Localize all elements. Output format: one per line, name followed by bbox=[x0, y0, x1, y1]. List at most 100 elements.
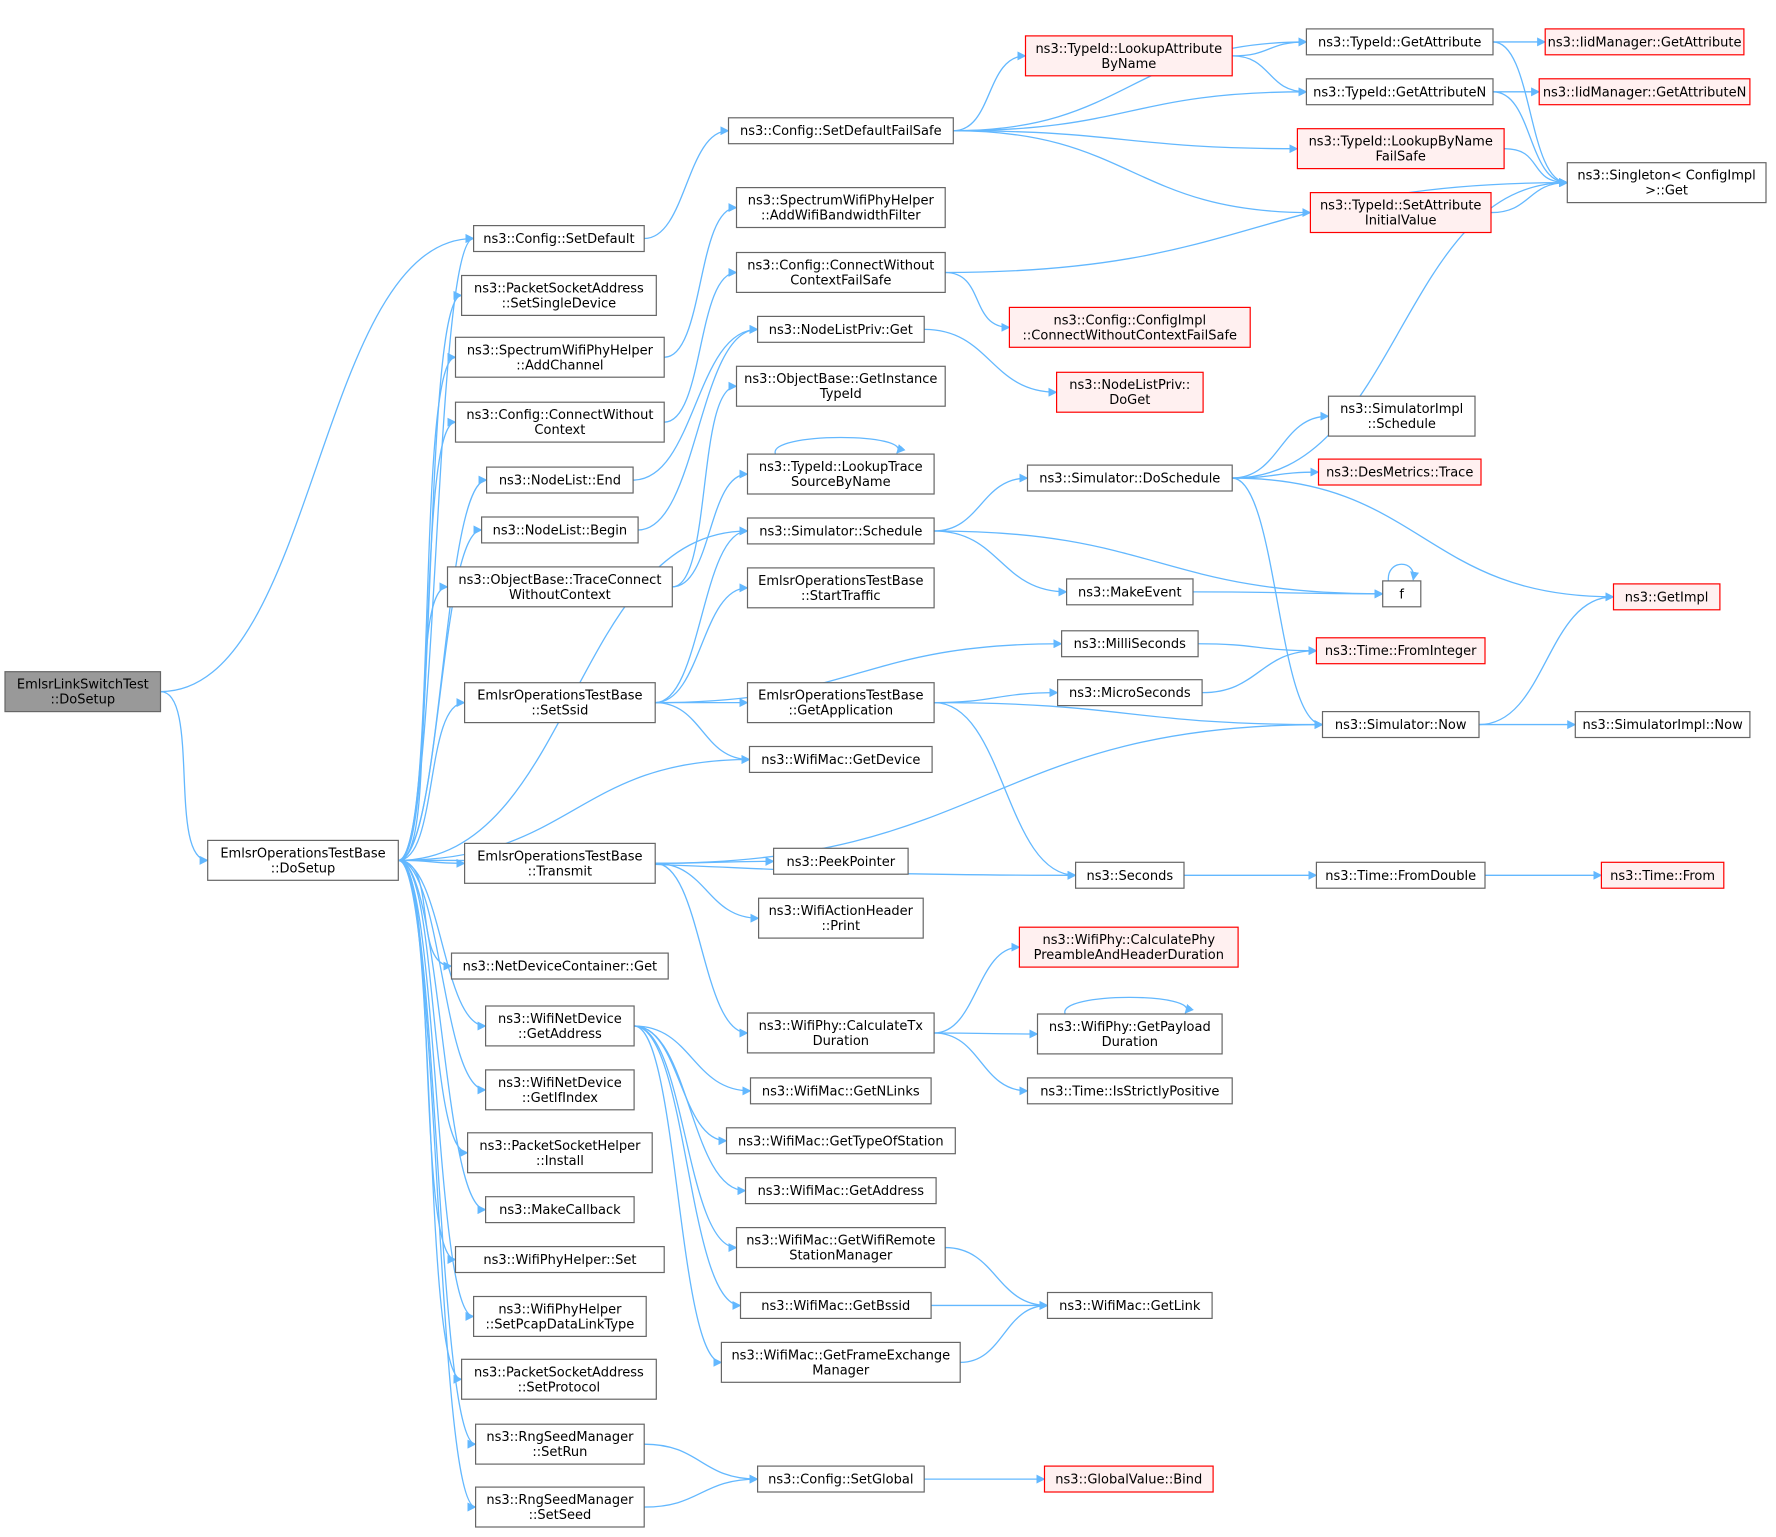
call-edge-wndaddr-to-wmnlinks bbox=[634, 1025, 752, 1096]
function-node-timefromdbl[interactable]: ns3::Time::FromDouble bbox=[1315, 861, 1486, 889]
call-edge-ebdo-to-ebssid bbox=[398, 698, 466, 861]
function-node-cfgsetglob[interactable]: ns3::Config::SetGlobal bbox=[756, 1465, 925, 1493]
function-node-simnow[interactable]: ns3::Simulator::Now bbox=[1321, 710, 1480, 739]
function-label-line: ns3::NodeList::End bbox=[499, 474, 621, 489]
function-box bbox=[1321, 710, 1480, 739]
function-node-wphset[interactable]: ns3::WifiPhyHelper::Set bbox=[454, 1245, 665, 1274]
function-node-mkcb[interactable]: ns3::MakeCallback bbox=[485, 1196, 635, 1224]
function-node-nlend[interactable]: ns3::NodeList::End bbox=[486, 466, 634, 494]
function-label-line: ns3::Simulator::Schedule bbox=[759, 525, 922, 540]
function-node-wmgetdev[interactable]: ns3::WifiMac::GetDevice bbox=[748, 745, 933, 773]
function-label-line: ns3::PacketSocketAddress bbox=[474, 281, 644, 296]
function-label-line: SourceByName bbox=[791, 475, 891, 490]
function-node-wpcphd[interactable]: ns3::WifiPhy::CalculatePhyPreambleAndHea… bbox=[1018, 926, 1239, 968]
function-node-wahprint[interactable]: ns3::WifiActionHeader::Print bbox=[757, 897, 924, 939]
function-node-simdosched[interactable]: ns3::Simulator::DoSchedule bbox=[1026, 464, 1233, 492]
function-node-swaddch[interactable]: ns3::SpectrumWifiPhyHelper::AddChannel bbox=[454, 336, 665, 378]
function-label-line: EmlsrOperationsTestBase bbox=[477, 689, 642, 704]
call-edge-ebdo-to-wndidx bbox=[398, 859, 487, 1095]
function-node-ebtx[interactable]: EmlsrOperationsTestBase::Transmit bbox=[464, 842, 656, 884]
function-box bbox=[461, 1358, 657, 1400]
function-node-ebssid[interactable]: EmlsrOperationsTestBase::SetSsid bbox=[464, 682, 656, 724]
function-node-getimpl[interactable]: ns3::GetImpl bbox=[1612, 583, 1721, 611]
call-edge-wndaddr-to-wmwrsm bbox=[634, 1025, 738, 1253]
function-node-simimplnow[interactable]: ns3::SimulatorImpl::Now bbox=[1574, 710, 1751, 739]
function-box bbox=[4, 671, 162, 713]
function-label-line: ns3::SpectrumWifiPhyHelper bbox=[748, 194, 935, 209]
function-node-wmwrsm[interactable]: ns3::WifiMac::GetWifiRemoteStationManage… bbox=[735, 1226, 946, 1269]
function-box bbox=[454, 1245, 665, 1274]
function-node-wndidx[interactable]: ns3::WifiNetDevice::GetIfIndex bbox=[485, 1069, 635, 1111]
function-node-iidgetattr[interactable]: ns3::IidManager::GetAttribute bbox=[1544, 28, 1745, 56]
function-node-root[interactable]: EmlsrLinkSwitchTest::DoSetup bbox=[4, 671, 162, 713]
function-box bbox=[746, 1012, 935, 1054]
function-node-wmbssid[interactable]: ns3::WifiMac::GetBssid bbox=[739, 1291, 932, 1319]
call-edge-cfgsdfs-to-tidlabn bbox=[953, 51, 1027, 132]
function-node-desmtrace[interactable]: ns3::DesMetrics::Trace bbox=[1317, 458, 1482, 486]
function-node-psaproto[interactable]: ns3::PacketSocketAddress::SetProtocol bbox=[461, 1358, 657, 1400]
function-label-line: ns3::WifiMac::GetLink bbox=[1059, 1299, 1201, 1314]
function-node-tidgetattrn[interactable]: ns3::TypeId::GetAttributeN bbox=[1305, 78, 1494, 106]
call-edge-ebtx-to-wahprint bbox=[655, 862, 760, 923]
function-node-singleton[interactable]: ns3::Singleton< ConfigImpl >::Get bbox=[1566, 162, 1767, 204]
function-node-ndcget[interactable]: ns3::NetDeviceContainer::Get bbox=[450, 952, 669, 980]
function-label-line: ::StartTraffic bbox=[801, 589, 881, 604]
call-edge-simsched-to-mkevent bbox=[934, 530, 1068, 597]
call-edge-wndaddr-to-wmtos bbox=[634, 1025, 728, 1146]
function-node-timepos[interactable]: ns3::Time::IsStrictlyPositive bbox=[1026, 1077, 1233, 1105]
function-node-ebstart[interactable]: EmlsrOperationsTestBase::StartTraffic bbox=[746, 567, 935, 609]
function-node-pshinst[interactable]: ns3::PacketSocketHelper::Install bbox=[467, 1132, 653, 1174]
function-label-line: ns3::Time::From bbox=[1610, 869, 1715, 884]
function-node-mkevent[interactable]: ns3::MakeEvent bbox=[1065, 578, 1194, 606]
function-node-cfgcwc[interactable]: ns3::Config::ConnectWithoutContext bbox=[454, 401, 665, 443]
function-node-timefrom[interactable]: ns3::Time::From bbox=[1600, 861, 1725, 889]
call-edge-ebssid-to-wmgetdev bbox=[655, 701, 751, 765]
call-edge-micros-to-timefromint bbox=[1202, 646, 1318, 694]
call-edge-wndaddr-to-wmaddr bbox=[634, 1025, 747, 1196]
function-box bbox=[735, 1226, 946, 1269]
function-node-cfgsetdef[interactable]: ns3::Config::SetDefault bbox=[473, 225, 645, 253]
function-node-peekptr[interactable]: ns3::PeekPointer bbox=[772, 847, 909, 875]
function-node-tidgetattr[interactable]: ns3::TypeId::GetAttribute bbox=[1305, 28, 1494, 56]
function-node-obtcwc[interactable]: ns3::ObjectBase::TraceConnectWithoutCont… bbox=[446, 566, 673, 608]
function-node-micros[interactable]: ns3::MicroSeconds bbox=[1056, 679, 1203, 707]
function-node-ebdo[interactable]: EmlsrOperationsTestBase::DoSetup bbox=[207, 839, 399, 881]
function-node-wndaddr[interactable]: ns3::WifiNetDevice::GetAddress bbox=[485, 1005, 635, 1047]
function-node-nlpdoget[interactable]: ns3::NodeListPriv::DoGet bbox=[1055, 371, 1204, 413]
function-node-rngrun[interactable]: ns3::RngSeedManager::SetRun bbox=[475, 1423, 645, 1465]
function-node-wmnlinks[interactable]: ns3::WifiMac::GetNLinks bbox=[749, 1077, 932, 1105]
function-node-gvbind[interactable]: ns3::GlobalValue::Bind bbox=[1043, 1465, 1214, 1493]
function-node-fnode[interactable]: f bbox=[1382, 580, 1422, 608]
function-box bbox=[1315, 637, 1486, 665]
function-node-nlbegin[interactable]: ns3::NodeList::Begin bbox=[481, 516, 639, 544]
function-node-wphpcap[interactable]: ns3::WifiPhyHelper::SetPcapDataLinkType bbox=[473, 1295, 647, 1338]
call-edge-ebgetapp-to-micros bbox=[934, 688, 1059, 704]
function-node-nlpget[interactable]: ns3::NodeListPriv::Get bbox=[756, 315, 925, 343]
function-node-millis[interactable]: ns3::MilliSeconds bbox=[1060, 630, 1199, 658]
function-node-cfgimplcwc[interactable]: ns3::Config::ConfigImpl::ConnectWithoutC… bbox=[1008, 306, 1251, 348]
function-node-wmtos[interactable]: ns3::WifiMac::GetTypeOfStation bbox=[725, 1127, 956, 1155]
function-node-rngseed[interactable]: ns3::RngSeedManager::SetSeed bbox=[475, 1486, 645, 1528]
function-node-cfgsdfs[interactable]: ns3::Config::SetDefaultFailSafe bbox=[727, 117, 954, 145]
function-node-timefromint[interactable]: ns3::Time::FromInteger bbox=[1315, 637, 1486, 665]
function-node-wmaddr[interactable]: ns3::WifiMac::GetAddress bbox=[744, 1177, 937, 1205]
function-label-line: ns3::Config::SetGlobal bbox=[768, 1473, 913, 1488]
function-node-secs[interactable]: ns3::Seconds bbox=[1074, 861, 1185, 889]
function-node-simsched[interactable]: ns3::Simulator::Schedule bbox=[746, 517, 935, 545]
function-node-wmgetlink[interactable]: ns3::WifiMac::GetLink bbox=[1046, 1291, 1213, 1319]
function-node-cfgcwcfs[interactable]: ns3::Config::ConnectWithoutContextFailSa… bbox=[735, 251, 946, 294]
function-node-pkssd[interactable]: ns3::PacketSocketAddress::SetSingleDevic… bbox=[461, 274, 657, 317]
function-node-swabw[interactable]: ns3::SpectrumWifiPhyHelper::AddWifiBandw… bbox=[735, 187, 946, 229]
function-node-ebgetapp[interactable]: EmlsrOperationsTestBase::GetApplication bbox=[746, 682, 935, 724]
function-node-simimplsched[interactable]: ns3::SimulatorImpl::Schedule bbox=[1327, 395, 1476, 437]
function-node-iidgetattrn[interactable]: ns3::IidManager::GetAttributeN bbox=[1538, 78, 1751, 106]
call-edge-ebssid-to-millis bbox=[655, 639, 1063, 704]
